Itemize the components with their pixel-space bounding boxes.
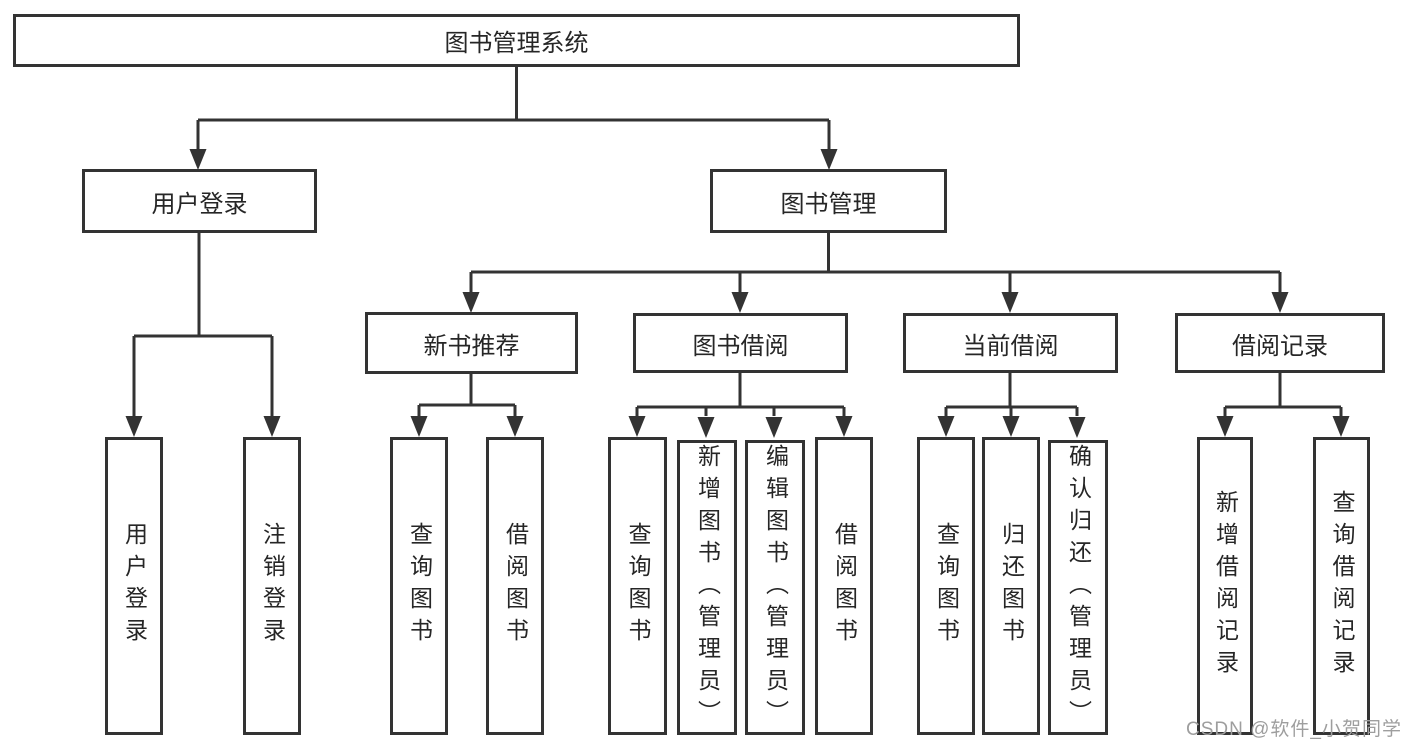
node-label: 借阅图书	[502, 522, 529, 650]
node-user-login: 用户登录	[82, 169, 317, 233]
leaf-records-query-record: 查询借阅记录	[1313, 437, 1370, 735]
node-current-borrowing: 当前借阅	[903, 313, 1118, 373]
node-label: 图书管理系统	[444, 30, 589, 57]
node-borrowing-records: 借阅记录	[1175, 313, 1385, 373]
leaf-current-query-books: 查询图书	[917, 437, 975, 735]
node-label: 查询图书	[625, 522, 651, 650]
node-label: 用户登录	[121, 522, 148, 650]
node-label: 借阅记录	[1232, 332, 1328, 360]
node-label: 图书管理	[780, 190, 877, 218]
node-library-system: 图书管理系统	[13, 14, 1020, 67]
node-label: 编辑图书（管理员）	[762, 443, 789, 732]
leaf-borrowing-edit-books-admin: 编辑图书（管理员）	[745, 440, 805, 735]
node-label: 新增图书（管理员）	[694, 443, 721, 732]
node-book-management: 图书管理	[710, 169, 947, 233]
node-label: 查询图书	[933, 522, 960, 650]
leaf-borrowing-query-books: 查询图书	[608, 437, 667, 735]
node-book-borrowing: 图书借阅	[633, 313, 848, 373]
node-label: 借阅图书	[831, 522, 858, 650]
node-new-book-recommend: 新书推荐	[365, 312, 578, 374]
leaf-user-login: 用户登录	[105, 437, 163, 735]
node-label: 当前借阅	[962, 332, 1059, 360]
leaf-records-add-record: 新增借阅记录	[1197, 437, 1253, 735]
node-label: 图书借阅	[692, 332, 789, 360]
node-label: 查询图书	[406, 522, 433, 650]
node-label: 用户登录	[151, 190, 248, 218]
leaf-newbook-query-books: 查询图书	[390, 437, 448, 735]
csdn-watermark: CSDN @软件_小贺同学	[1186, 719, 1402, 740]
node-label: 归还图书	[998, 522, 1025, 650]
leaf-current-confirm-return-admin: 确认归还（管理员）	[1048, 440, 1108, 735]
node-label: 注销登录	[259, 522, 286, 650]
leaf-logout: 注销登录	[243, 437, 301, 735]
node-label: 查询借阅记录	[1329, 490, 1355, 682]
node-label: 新增借阅记录	[1212, 490, 1239, 682]
leaf-newbook-borrow-books: 借阅图书	[486, 437, 544, 735]
leaf-borrowing-add-books-admin: 新增图书（管理员）	[677, 440, 737, 735]
node-label: 确认归还（管理员）	[1065, 443, 1092, 732]
leaf-borrowing-borrow-books: 借阅图书	[815, 437, 873, 735]
leaf-current-return-books: 归还图书	[982, 437, 1040, 735]
node-label: 新书推荐	[423, 332, 520, 360]
